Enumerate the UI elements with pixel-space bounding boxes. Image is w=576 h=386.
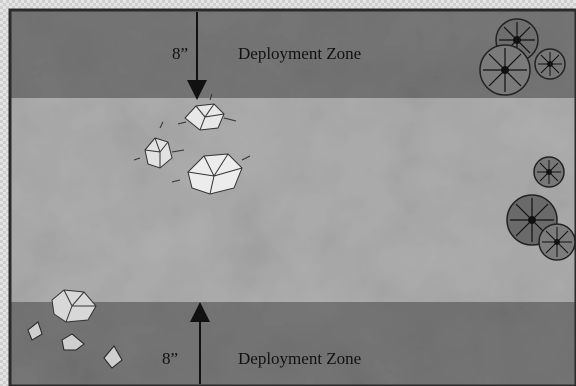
debris-icon[interactable] <box>103 345 123 369</box>
bottom-zone-distance: 8” <box>162 349 179 368</box>
tree-icon[interactable] <box>533 156 565 188</box>
top-zone-distance: 8” <box>172 44 189 63</box>
rock-icon[interactable] <box>51 289 97 323</box>
rock-icon[interactable] <box>133 121 185 169</box>
tree-icon[interactable] <box>479 44 531 96</box>
tree-icon[interactable] <box>534 48 566 80</box>
rock-icon[interactable] <box>171 153 251 195</box>
board-border <box>8 8 576 386</box>
top-zone-label: Deployment Zone <box>238 44 362 63</box>
debris-icon[interactable] <box>27 321 43 341</box>
tree-icon[interactable] <box>538 223 576 261</box>
debris-icon[interactable] <box>61 333 85 351</box>
deployment-zone-top <box>10 10 576 98</box>
rock-icon[interactable] <box>177 93 237 131</box>
bottom-zone-label: Deployment Zone <box>238 349 362 368</box>
deployment-zone-bottom <box>10 302 576 386</box>
